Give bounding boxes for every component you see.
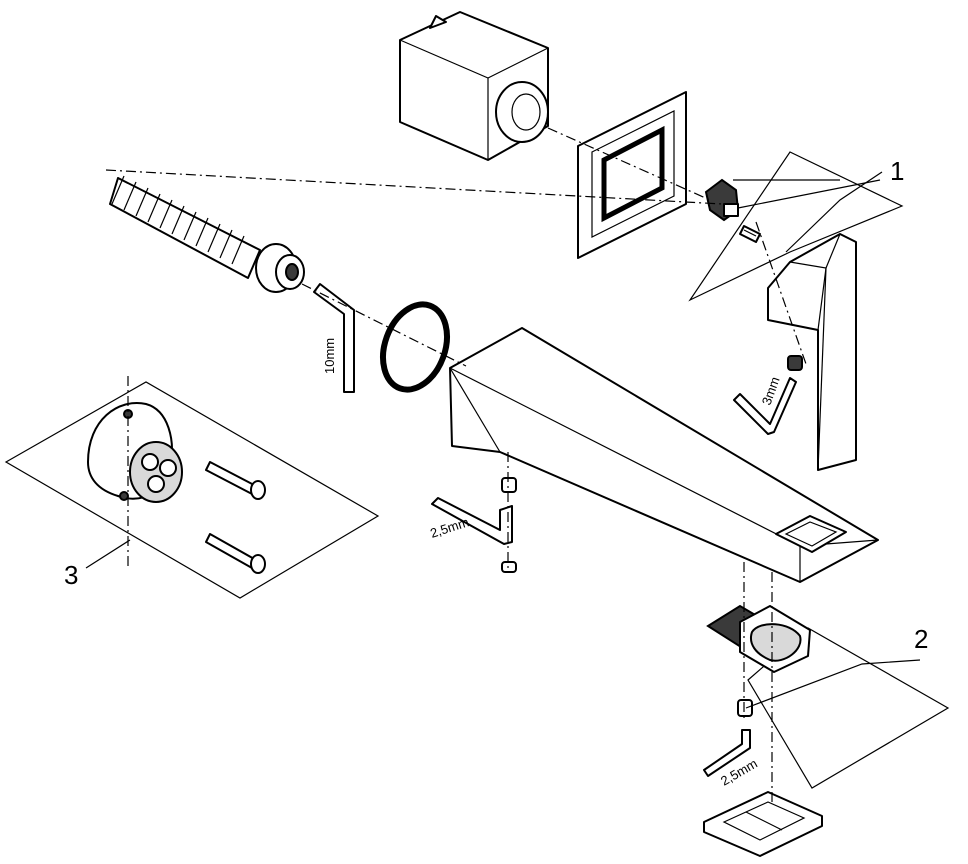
lever-handle	[767, 233, 857, 471]
wall-escutcheon-frame	[577, 91, 687, 259]
mounting-flange	[87, 402, 183, 503]
group-3-outline	[4, 381, 380, 599]
grub-screw-aerator	[737, 699, 753, 717]
hex-key-2-5mm-spout-label: 2,5mm	[428, 514, 470, 541]
hex-key-2-5mm-aerator	[703, 729, 751, 777]
hex-key-2-5mm-spout	[431, 497, 513, 545]
hex-key-3mm	[733, 377, 797, 435]
hex-key-10mm-label: 10mm	[322, 338, 337, 374]
valve-cartridge	[704, 178, 740, 222]
grub-screw-handle	[787, 355, 803, 371]
flexible-hose	[109, 175, 305, 293]
grub-screw-spout	[501, 477, 517, 573]
mounting-screw-lower	[205, 533, 266, 574]
spout	[449, 327, 879, 583]
fixing-screw-small	[739, 225, 761, 243]
centre-lines	[105, 127, 807, 806]
callout-3: 3	[64, 560, 78, 590]
spout-cover-plate	[703, 791, 823, 857]
mounting-screw-upper	[205, 461, 266, 500]
o-ring-seal	[380, 301, 450, 393]
callout-leaders	[85, 171, 921, 709]
callout-1: 1	[890, 156, 904, 186]
concealed-body-box	[399, 11, 549, 161]
hex-key-10mm	[313, 283, 355, 393]
group-1-outline	[688, 151, 904, 302]
callout-2: 2	[914, 624, 928, 654]
aerator-insert	[706, 604, 811, 673]
